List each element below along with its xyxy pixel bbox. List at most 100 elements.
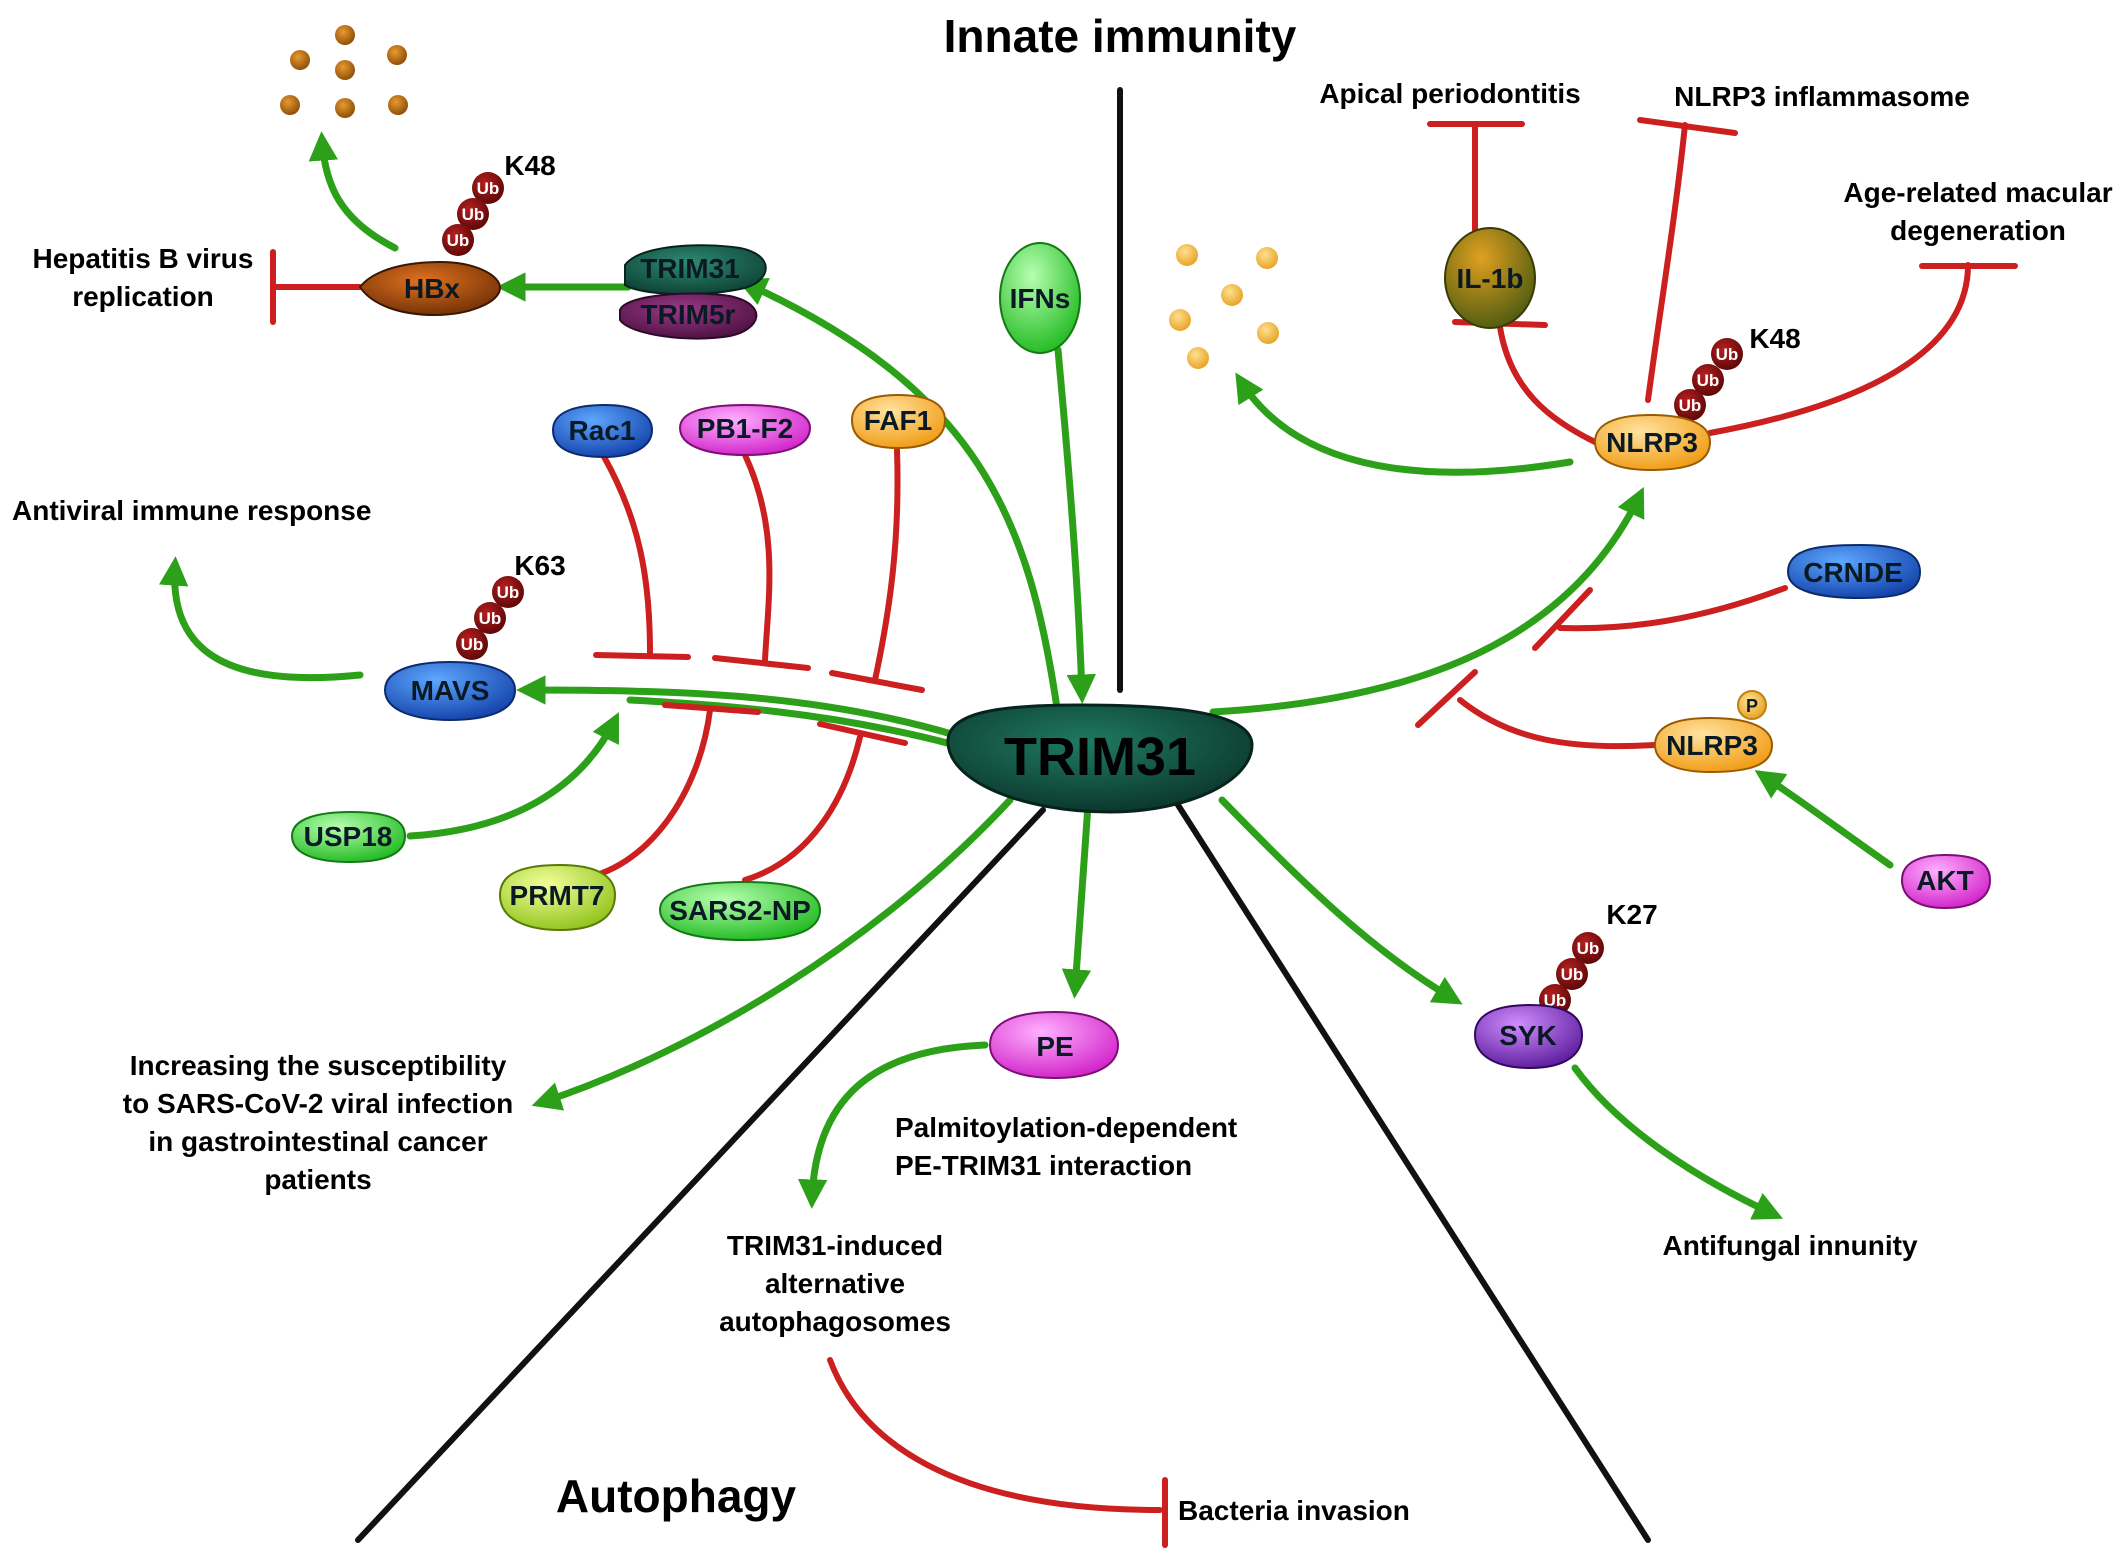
node-syk: SYK [1473, 1003, 1584, 1070]
node-pe: PE [988, 1010, 1120, 1080]
outcome-autophagosomes-line2: alternative [765, 1268, 905, 1299]
arrow-hbx-to-degradation [308, 131, 399, 252]
inhibit-nlrp3-amd [1707, 262, 1971, 436]
ubiquitin-chain-hbx: Ub Ub Ub [442, 172, 504, 256]
outcome-antifungal: Antifungal innunity [1662, 1230, 1917, 1261]
rac1-label: Rac1 [569, 415, 636, 446]
outcome-palmitoylation-line1: Palmitoylation-dependent [895, 1112, 1237, 1143]
ifns-label: IFNs [1010, 283, 1071, 314]
complex-trim31-label: TRIM31 [640, 253, 740, 284]
ubiquitin-chain-syk: Ub Ub Ub [1539, 932, 1604, 1016]
section-dividers [355, 87, 1651, 1543]
outcome-bacteria-invasion: Bacteria invasion [1178, 1495, 1410, 1526]
outcome-sars-line4: patients [264, 1164, 371, 1195]
arrow-ifns-to-hub [1054, 346, 1096, 704]
svg-text:Ub: Ub [497, 583, 520, 602]
section-title-autophagy: Autophagy [556, 1470, 797, 1522]
outcome-amd-line1: Age-related macular [1843, 177, 2112, 208]
outcome-sars-line2: to SARS-CoV-2 viral infection [123, 1088, 514, 1119]
arrow-mavs-to-antiviral [158, 556, 364, 682]
inhibit-bar-inflammasome [1637, 117, 1738, 136]
svg-text:Ub: Ub [1577, 939, 1600, 958]
node-prmt7: PRMT7 [498, 863, 617, 932]
link-k48-nlrp3: K48 [1749, 323, 1800, 354]
sars2np-label: SARS2-NP [669, 895, 811, 926]
node-trim31-hub: TRIM31 [946, 703, 1254, 814]
svg-text:Ub: Ub [1561, 965, 1584, 984]
arrow-hub-to-mavs-1 [516, 675, 959, 739]
arrow-usp18-to-mavs [406, 712, 619, 840]
node-usp18: USP18 [290, 810, 407, 864]
akt-label: AKT [1916, 865, 1974, 896]
mavs-label: MAVS [411, 675, 490, 706]
divider-right [1175, 802, 1651, 1543]
outcome-autophagosomes-line1: TRIM31-induced [727, 1230, 943, 1261]
inhibit-rac1 [600, 452, 653, 656]
outcome-sars-line1: Increasing the susceptibility [130, 1050, 507, 1081]
outcome-nlrp3-inflammasome: NLRP3 inflammasome [1674, 81, 1970, 112]
inhibit-bar-faf1 [829, 670, 925, 693]
hbx-degradation-dots [280, 25, 408, 118]
inhibit-faf1 [872, 447, 901, 683]
divider-left [355, 807, 1046, 1543]
svg-text:Ub: Ub [447, 231, 470, 250]
svg-text:Ub: Ub [1716, 345, 1739, 364]
inhibit-bar-rac1 [593, 652, 691, 660]
node-pb1f2: PB1-F2 [678, 403, 812, 457]
node-sars2np: SARS2-NP [658, 880, 822, 942]
svg-text:Ub: Ub [1679, 396, 1702, 415]
phosphate-marker [1737, 690, 1767, 720]
crnde-label: CRNDE [1803, 557, 1903, 588]
outcome-autophagosomes-line3: autophagosomes [719, 1306, 951, 1337]
node-mavs: MAVS [383, 660, 517, 722]
node-il1b: IL-1b [1444, 227, 1536, 329]
pb1f2-label: PB1-F2 [697, 413, 793, 444]
node-rac1: Rac1 [551, 403, 654, 459]
arrow-hub-to-nlrp3 [1209, 487, 1645, 716]
link-k48-hbx: K48 [504, 150, 555, 181]
inhibit-bar-pb1f2 [712, 655, 811, 671]
arrow-nlrp3-to-secretion [1235, 372, 1574, 476]
svg-text:Ub: Ub [461, 635, 484, 654]
pe-label: PE [1036, 1031, 1073, 1062]
inhibit-bar-prmt7 [662, 702, 761, 715]
outcome-amd-line2: degeneration [1890, 215, 2066, 246]
arrow-pe-to-autophagosomes [798, 1041, 989, 1209]
outcome-labels: Hepatitis B virus replication Antiviral … [12, 78, 2113, 1526]
prmt7-label: PRMT7 [510, 880, 605, 911]
node-crnde: CRNDE [1786, 543, 1922, 600]
il1b-label: IL-1b [1457, 263, 1524, 294]
inhibit-nlrp3-il1b [1497, 324, 1598, 445]
arrow-hub-to-syk [1218, 796, 1463, 1005]
inhibit-pb1f2 [742, 452, 773, 663]
usp18-label: USP18 [304, 821, 393, 852]
svg-text:Ub: Ub [479, 609, 502, 628]
ubiquitin-chain-mavs: Ub Ub Ub [456, 576, 524, 660]
activation-arrows [158, 131, 1894, 1220]
node-ifns: IFNs [999, 242, 1081, 354]
outcome-sars-line3: in gastrointestinal cancer [148, 1126, 487, 1157]
node-trim31-trim5r-complex: TRIM31 TRIM5r [619, 244, 767, 340]
nlrp3-label: NLRP3 [1606, 427, 1698, 458]
section-title-innate-immunity: Innate immunity [944, 10, 1297, 62]
inhibition-lines [270, 117, 2018, 1548]
outcome-antiviral: Antiviral immune response [12, 495, 371, 526]
node-nlrp3: NLRP3 [1593, 413, 1712, 472]
faf1-label: FAF1 [864, 405, 932, 436]
svg-text:Ub: Ub [462, 205, 485, 224]
inhibit-bar-sars2np [817, 721, 908, 746]
inhibit-bar-nlrp3-p [1415, 669, 1478, 728]
syk-label: SYK [1499, 1020, 1557, 1051]
inhibit-bar-crnde [1532, 587, 1593, 651]
inhibit-autophagosomes-bacteria [827, 1357, 1163, 1513]
ubiquitin-chain-nlrp3: Ub Ub Ub [1674, 338, 1743, 421]
link-k27: K27 [1606, 899, 1657, 930]
hub-label: TRIM31 [1004, 727, 1196, 787]
node-hbx: HBx [358, 260, 502, 317]
node-akt: AKT [1900, 853, 1992, 910]
arrow-hub-to-trim31-complex [736, 278, 1062, 719]
nlrp3-phospho-label: NLRP3 [1666, 730, 1758, 761]
arrow-akt-to-nlrp3-p [1754, 770, 1894, 869]
arrow-hub-to-sars-susceptibility [531, 796, 1014, 1111]
inhibit-nlrp3-inflammasome [1645, 122, 1688, 403]
